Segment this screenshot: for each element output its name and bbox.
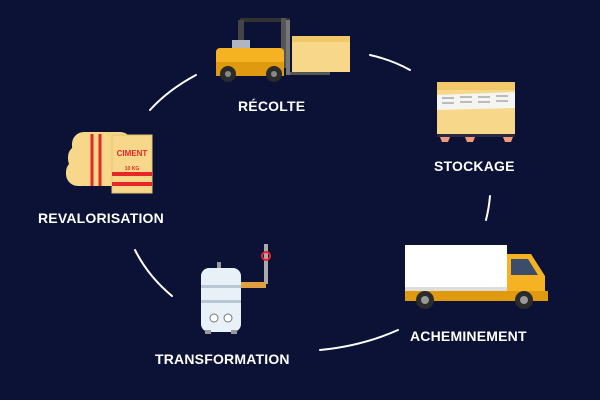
step-stockage-label: STOCKAGE [434, 158, 515, 174]
arc-recolte-stockage [369, 54, 411, 71]
arc-revalorisation-recolte [149, 74, 197, 111]
step-transformation-label: TRANSFORMATION [155, 351, 290, 367]
forklift-icon [216, 18, 350, 82]
boiler-tank-icon [201, 244, 271, 334]
cement-bags-icon: CIMENT 10 KG [66, 132, 153, 194]
step-revalorisation-label: REVALORISATION [38, 210, 164, 226]
step-recolte-label: RÉCOLTE [238, 98, 306, 114]
arc-stockage-acheminement [485, 195, 491, 221]
arc-acheminement-transformation [319, 329, 399, 351]
step-acheminement-label: ACHEMINEMENT [410, 328, 527, 344]
truck-icon [405, 245, 548, 309]
bag-weight: 10 KG [125, 166, 140, 172]
pallet-box-icon [437, 82, 515, 142]
bag-brand: CIMENT [117, 149, 148, 158]
arc-transformation-revalorisation [134, 249, 173, 297]
